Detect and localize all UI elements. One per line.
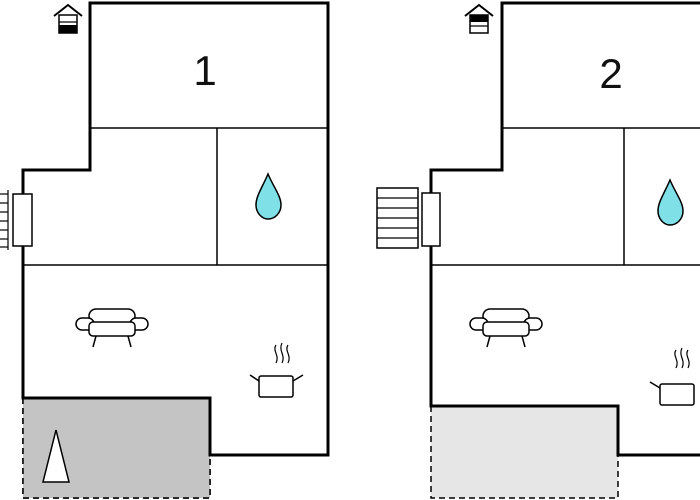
- sofa-icon: [469, 308, 543, 348]
- stairs-icon: [376, 187, 441, 249]
- unit-2: 2: [376, 1, 700, 499]
- water-drop-icon: [657, 178, 684, 226]
- house-icon: [53, 3, 83, 34]
- sofa-icon: [75, 308, 149, 348]
- stairs-icon: [0, 190, 33, 250]
- unit-label-2: 2: [599, 50, 622, 97]
- unit-1: 1: [0, 1, 330, 499]
- outer-wall-2: [429, 1, 700, 457]
- terrace-2: [430, 406, 619, 499]
- unit-label-1: 1: [193, 47, 216, 94]
- water-drop-icon: [255, 172, 282, 220]
- house-icon: [464, 3, 494, 34]
- outer-wall-1: [21, 1, 330, 457]
- cooking-pot-icon: [649, 347, 695, 406]
- north-arrow-icon: [42, 429, 70, 483]
- terrace-2-fill: [431, 406, 618, 498]
- cooking-pot-icon: [249, 342, 304, 398]
